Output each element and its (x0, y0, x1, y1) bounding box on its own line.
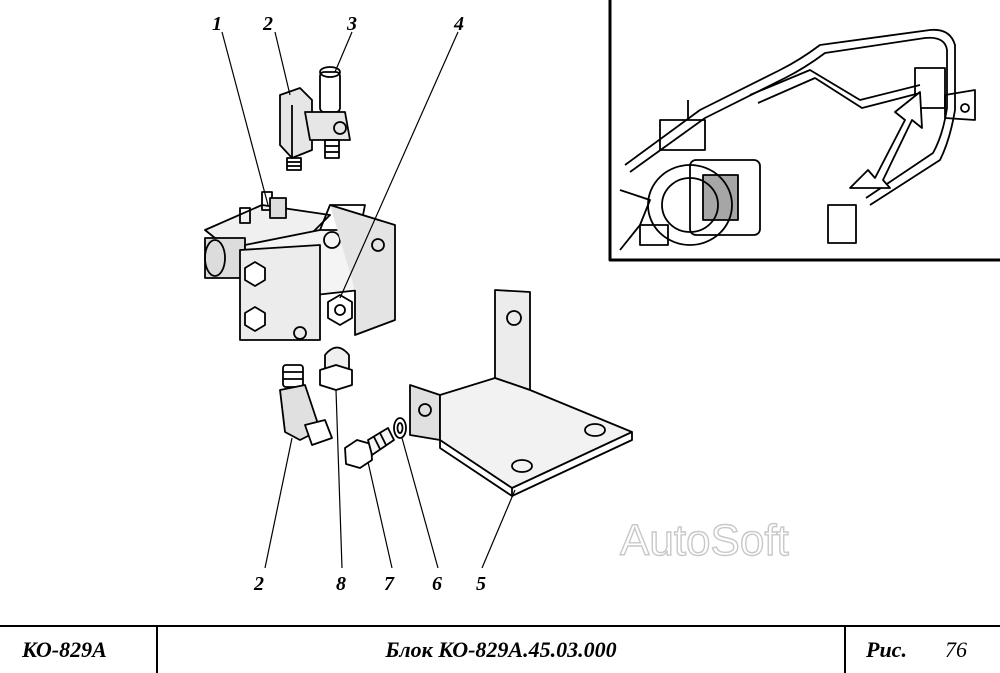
part-5-bracket (409, 289, 633, 497)
callout-2-bottom: 2 (253, 573, 264, 595)
part-3-tee-fitting (304, 66, 351, 159)
callout-8: 8 (336, 573, 346, 595)
callout-6: 6 (432, 573, 442, 595)
part-2-angle-fitting-bottom (279, 364, 333, 446)
callout-4: 4 (453, 13, 464, 35)
part-6-spring-washer (393, 417, 407, 439)
title-cell: Блок КО-829А.45.03.000 (158, 627, 846, 673)
figure-number: 76 (944, 637, 967, 662)
assembly-title: Блок КО-829А.45.03.000 (385, 637, 617, 662)
figure-cell: Рис. 76 (846, 627, 1000, 673)
callout-7: 7 (384, 573, 395, 595)
part-2-angle-fitting-top (279, 87, 313, 171)
callout-1: 1 (212, 13, 222, 35)
exploded-assembly-diagram: 1 2 3 4 2 8 7 6 5 AutoSoft (204, 0, 1000, 595)
part-7-bolt (344, 427, 395, 469)
part-8-cap-nut (319, 346, 353, 391)
figure-label: Рис. (866, 637, 907, 662)
title-block: КО-829А Блок КО-829А.45.03.000 Рис. 76 (0, 625, 1000, 673)
model-code: КО-829А (22, 637, 107, 662)
callout-2-top: 2 (262, 13, 273, 35)
watermark: AutoSoft (620, 516, 789, 565)
leader-lines (221, 31, 516, 569)
part-1-valve-block (204, 191, 396, 341)
part-4-nut (327, 294, 353, 326)
callout-3: 3 (346, 13, 357, 35)
model-cell: КО-829А (0, 627, 158, 673)
inset-overview-illustration (608, 0, 1000, 262)
callout-5: 5 (476, 573, 486, 595)
